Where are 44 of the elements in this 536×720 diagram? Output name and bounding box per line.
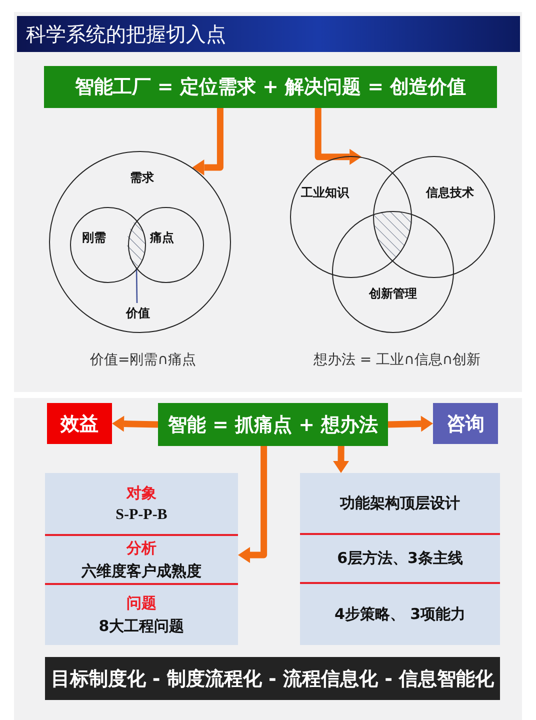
venn-circle	[49, 151, 231, 333]
box-text: 智能工厂 = 定位需求 + 解决问题 = 创造价值	[74, 75, 468, 100]
section-text: 4步策略、 3项能力	[334, 605, 466, 624]
formula-caption: 想办法 = 工业∩信息∩创新	[313, 351, 481, 369]
venn-circle	[290, 156, 412, 278]
section-heading: 分析	[126, 538, 156, 558]
value-label: 价值	[124, 304, 151, 322]
venn-circle	[70, 207, 146, 283]
info-panel	[300, 473, 500, 645]
section-text: 6层方法、3条主线	[337, 549, 463, 568]
arrow	[314, 108, 362, 165]
circle-label: 刚需	[82, 230, 106, 246]
benefit-box	[47, 403, 112, 444]
circle-label: 工业知识	[301, 184, 349, 202]
leader-line	[136, 268, 138, 303]
venn-circle	[128, 207, 204, 283]
arrow	[238, 446, 268, 564]
formula-caption: 价值=刚需∩痛点	[90, 351, 196, 369]
section-text: 8大工程问题	[98, 617, 184, 636]
section-text: S-P-P-B	[116, 506, 168, 524]
venn-circle	[332, 211, 454, 333]
arrow	[112, 416, 158, 432]
section-heading: 对象	[126, 484, 156, 502]
arrow	[192, 108, 224, 176]
info-panel	[45, 473, 238, 645]
section-heading: 问题	[126, 594, 156, 613]
formula-banner	[158, 403, 388, 446]
process-banner	[45, 657, 500, 700]
section-text: 功能架构顶层设计	[340, 494, 460, 512]
section-text: 六维度客户成熟度	[82, 562, 202, 580]
arrow	[388, 416, 433, 432]
venn-circle	[373, 156, 495, 278]
circle-label: 创新管理	[369, 286, 417, 302]
formula-banner	[44, 66, 497, 108]
box-text: 目标制度化 - 制度流程化 - 流程信息化 - 信息智能化	[50, 666, 496, 692]
circle-label: 需求	[130, 170, 154, 186]
circle-label: 痛点	[150, 230, 174, 246]
consulting-box	[433, 403, 498, 444]
box-text: 咨询	[446, 412, 486, 436]
box-text: 效益	[59, 412, 100, 436]
box-text: 智能 = 抓痛点 + 想办法	[166, 412, 380, 438]
arrow	[333, 446, 350, 473]
title: 科学系统的把握切入点	[26, 21, 226, 48]
circle-label: 信息技术	[426, 184, 474, 202]
